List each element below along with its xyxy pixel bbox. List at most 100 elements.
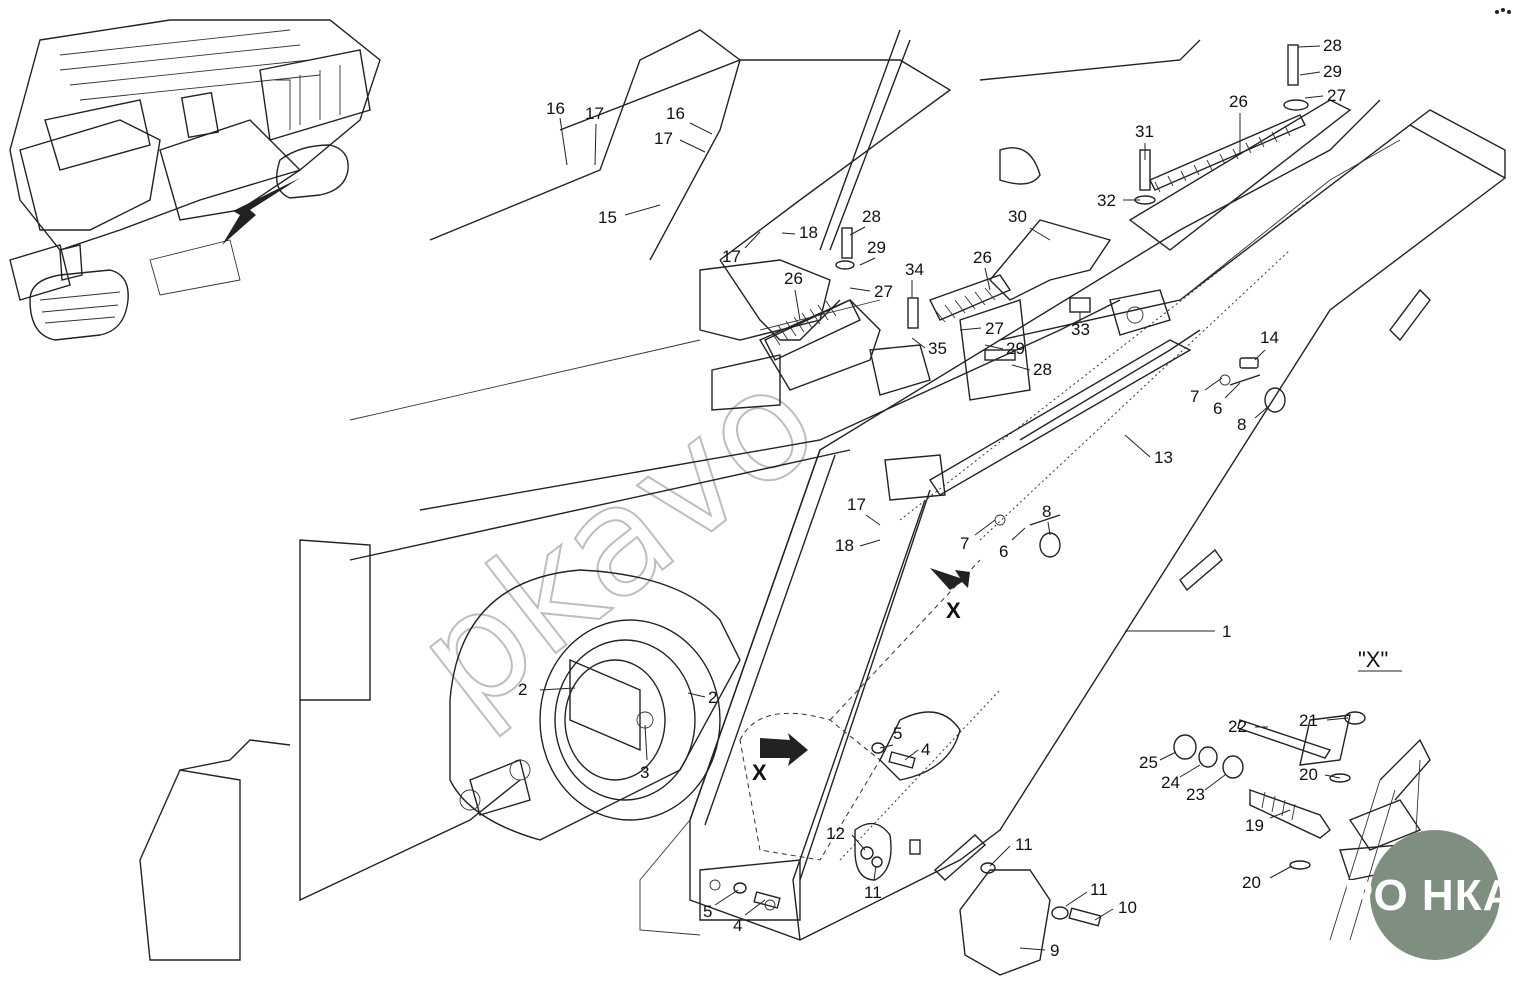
watermark: pkavo (384, 332, 849, 749)
callout-label-14: 14 (1260, 328, 1279, 347)
callout-leader (744, 231, 761, 249)
tensioner-parts (884, 288, 1431, 592)
callout-label-26: 26 (784, 269, 803, 288)
callout-label-17: 17 (722, 247, 741, 266)
callout-leader (1047, 521, 1051, 536)
callout-label-18: 18 (835, 536, 854, 555)
callout-leader (1019, 947, 1046, 951)
callout-leader (644, 724, 648, 761)
logo-text: АГРО НКА (1285, 871, 1515, 920)
callout-leader (539, 687, 576, 691)
callout-leader (1297, 45, 1321, 48)
callout-label-5: 5 (703, 902, 712, 921)
callout-label-2: 2 (708, 688, 717, 707)
callout-label-24: 24 (1161, 773, 1180, 792)
view-x-arrows: X X (752, 568, 970, 785)
callout-leader (859, 539, 881, 547)
callout-leader (879, 744, 894, 749)
callout-label-16: 16 (666, 104, 685, 123)
callout-label-4: 4 (921, 740, 930, 759)
callout-label-29: 29 (1323, 62, 1342, 81)
leader-lines (539, 45, 1349, 951)
callout-label-21: 21 (1299, 711, 1318, 730)
callout-label-32: 32 (1097, 191, 1116, 210)
callout-leader (859, 257, 876, 266)
callout-label-7: 7 (960, 534, 969, 553)
callout-leader (781, 232, 796, 235)
callout-leader (984, 344, 1004, 350)
callout-label-29: 29 (867, 238, 886, 257)
callout-label-10: 10 (1118, 898, 1137, 917)
callout-leader (594, 123, 597, 166)
callout-leader (849, 226, 866, 236)
callout-leader (959, 327, 982, 331)
callout-label-18: 18 (799, 223, 818, 242)
callout-leader (624, 204, 661, 216)
callout-leader (1124, 434, 1151, 458)
callout-leader (865, 514, 881, 526)
arrow-pointer-icon (222, 178, 300, 245)
callout-leader (1299, 71, 1321, 76)
lower-fasteners (733, 742, 1102, 927)
callout-leader (1011, 527, 1026, 541)
main-frame (139, 29, 1201, 961)
callout-label-11: 11 (1015, 835, 1033, 854)
callout-leader (1159, 751, 1177, 761)
view-x-detail (1173, 711, 1431, 941)
callout-label-2: 2 (518, 680, 527, 699)
callout-leader (1011, 364, 1031, 371)
callout-label-8: 8 (1042, 502, 1051, 521)
callout-leader (873, 865, 877, 881)
callout-label-12: 12 (826, 824, 845, 843)
callout-label-26: 26 (1229, 92, 1248, 111)
callout-leader (984, 267, 991, 291)
callout-label-28: 28 (862, 207, 881, 226)
brush-assemblies (764, 44, 1309, 401)
callout-leader (1254, 404, 1271, 419)
callout-label-4: 4 (733, 916, 742, 935)
callout-leader (1204, 774, 1226, 791)
callout-leader (794, 289, 801, 321)
callout-label-17: 17 (654, 129, 673, 148)
callout-label-1: 1 (1222, 622, 1231, 641)
view-title: "X" (1358, 647, 1388, 672)
callout-label-27: 27 (1327, 86, 1346, 105)
drum-assembly (449, 569, 741, 841)
callout-label-26: 26 (973, 248, 992, 267)
callout-label-28: 28 (1033, 360, 1052, 379)
callout-label-11: 11 (1090, 880, 1108, 899)
conveyor-housing (639, 99, 1507, 976)
callout-leader (679, 139, 706, 153)
callout-leader (714, 889, 739, 906)
callout-label-17: 17 (847, 495, 866, 514)
callout-leader (911, 337, 926, 349)
callout-label-16: 16 (546, 99, 565, 118)
callout-leader (1065, 891, 1088, 907)
callout-leader (1269, 809, 1291, 819)
callout-leader (1094, 908, 1114, 921)
callout-label-27: 27 (874, 282, 893, 301)
callout-leader (849, 287, 871, 292)
callout-label-20: 20 (1299, 765, 1318, 784)
watermark-text: pkavo (385, 333, 848, 748)
callout-label-35: 35 (928, 339, 947, 358)
callout-leader (1254, 349, 1266, 361)
callout-label-19: 19 (1245, 816, 1264, 835)
callout-label-6: 6 (999, 542, 1008, 561)
callout-label-13: 13 (1154, 448, 1173, 467)
callout-label-7: 7 (1190, 387, 1199, 406)
callout-label-29: 29 (1006, 339, 1025, 358)
callout-leader (851, 834, 866, 851)
view-arrow-label: X (946, 598, 961, 623)
callout-leader (1324, 774, 1341, 779)
callout-label-15: 15 (598, 208, 617, 227)
callout-label-28: 28 (1323, 36, 1342, 55)
callout-leader (1204, 377, 1223, 391)
view-arrow-icon (760, 733, 808, 766)
callout-label-33: 33 (1071, 320, 1090, 339)
callout-label-20: 20 (1242, 873, 1261, 892)
callout-leader (1304, 95, 1324, 99)
callout-leader (904, 749, 919, 761)
